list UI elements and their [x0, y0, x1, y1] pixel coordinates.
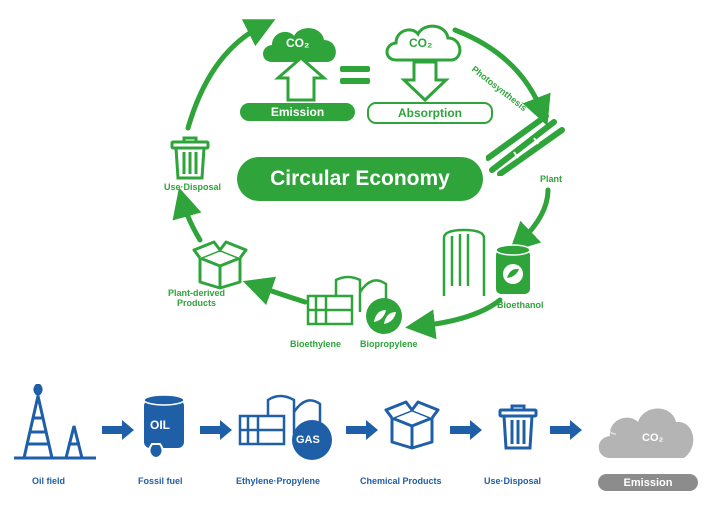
co2-absorption-cloud-text: CO₂: [409, 36, 433, 50]
co2-gray-cloud-text: CO₂: [642, 432, 664, 444]
circular-economy-title: Circular Economy: [237, 157, 483, 201]
linear-arrow-5: [550, 420, 582, 440]
gas-text: GAS: [296, 434, 320, 446]
arrow-biochem-to-products: [242, 276, 308, 306]
linear-arrow-1: [102, 420, 134, 440]
oil-field-label: Oil field: [32, 476, 66, 486]
trash-can-icon: [168, 136, 212, 180]
arrow-bioethanol-to-biochem: [405, 297, 503, 340]
chemical-products-label: Chemical Products: [360, 476, 442, 486]
co2-emission-cloud-text: CO₂: [286, 36, 310, 50]
bio-chemical-plant-icon: [306, 272, 416, 338]
sugarcane-plant-icon: [486, 112, 566, 176]
co2-emission-gray-cloud-icon: [592, 394, 704, 464]
linear-arrow-4: [450, 420, 482, 440]
use-disposal-fossil-label: Use·Disposal: [484, 476, 542, 486]
chemical-products-box-icon: [384, 400, 440, 450]
petrochemical-plant-icon: [238, 390, 344, 462]
biopropylene-label: Biopropylene: [360, 339, 418, 349]
ethylene-propylene-label: Ethylene·Propylene: [236, 476, 321, 486]
arrow-plant-to-bioethanol: [509, 187, 551, 253]
linear-arrow-3: [346, 420, 378, 440]
oil-barrel-icon: [138, 394, 192, 460]
plant-products-box-icon: [192, 240, 248, 290]
linear-arrow-2: [200, 420, 232, 440]
oil-barrel-text: OIL: [150, 418, 170, 432]
arrow-photosynthesis: [452, 27, 551, 126]
use-disposal-label: Use·Disposal: [164, 182, 222, 192]
co2-absorption-cloud-icon: [380, 14, 470, 102]
equals-sign: [340, 66, 370, 84]
plant-products-label: Plant-derived Products: [168, 288, 226, 308]
bioethanol-label: Bioethanol: [497, 300, 544, 310]
absorption-pill: Absorption: [367, 102, 493, 124]
fossil-fuel-label: Fossil fuel: [138, 476, 183, 486]
bioethylene-label: Bioethylene: [290, 339, 342, 349]
arrow-products-to-disposal: [172, 187, 203, 243]
bioethanol-tank-icon: [440, 226, 540, 298]
trash-can-fossil-icon: [496, 404, 540, 450]
oil-field-derrick-icon: [10, 382, 100, 460]
arrow-disposal-to-emission: [185, 19, 276, 131]
co2-emission-cloud-icon: [258, 18, 344, 102]
emission-gray-pill: Emission: [598, 474, 698, 491]
plant-label: Plant: [540, 174, 563, 184]
emission-pill: Emission: [240, 103, 355, 121]
